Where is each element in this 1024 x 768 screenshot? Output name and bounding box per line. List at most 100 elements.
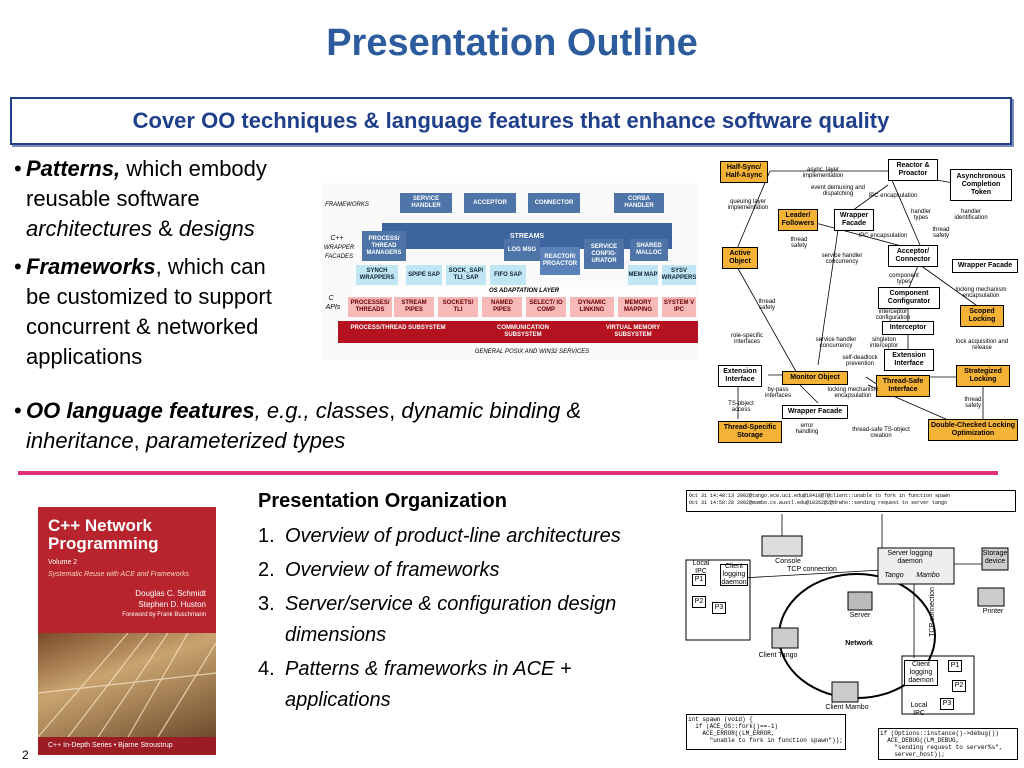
pattern-half-sync: Half-Sync/ Half-Async (720, 161, 768, 183)
edge-label: event demuxing and dispatching (810, 185, 866, 197)
box-dynamic-linking: DYNAMIC LINKING (570, 297, 614, 317)
label-server-logging-daemon: Server logging daemon (887, 550, 933, 565)
bullet-frameworks: • Frameworks, which can be customized to… (14, 252, 326, 372)
box-fifo-sap: FIFO SAP (490, 265, 526, 285)
pattern-double-checked-locking: Double-Checked Locking Optimization (928, 419, 1018, 441)
slide-title: Presentation Outline (326, 22, 698, 64)
pattern-active-object: Active Object (722, 247, 758, 269)
box-select-io-comp: SELECT/ IO COMP (526, 297, 566, 317)
book-foreword: Foreword by Frank Buschmann (122, 612, 206, 618)
organization-item: 1.Overview of product-line architectures (258, 521, 668, 552)
label-local-ipc-right: Local IPC (910, 702, 928, 717)
edge-label: queuing layer implementation (727, 199, 769, 211)
item-text: Server/service & configuration design di… (285, 593, 617, 646)
edge-label: locking mechanism encapsulation (827, 387, 879, 399)
edge-label: IPC encapsulation (868, 193, 918, 199)
box-service-configurator: SERVICE CONFIG- URATOR (584, 239, 624, 269)
label-server: Server (849, 612, 871, 619)
patterns-line1: which embody (120, 156, 267, 181)
code-snippet-left: int spawn (void) { if (ACE_OS::fork()==-… (686, 714, 846, 750)
frameworks-line2: be customized to support (26, 284, 272, 309)
logging-service-diagram: Oct 31 14:48:13 2002@tango.ece.uci.edu@1… (682, 488, 1022, 763)
edge-label: locking mechanism encapsulation (955, 287, 1007, 299)
box-connector: CONNECTOR (528, 193, 580, 213)
label-facades: FACADES (325, 254, 353, 260)
book-series: C++ In-Depth Series • Bjarne Stroustrup (48, 742, 173, 749)
organization-item: 2.Overview of frameworks (258, 555, 668, 586)
label-client-tango: Client Tango (758, 652, 798, 659)
process-p3-left: P3 (712, 602, 726, 614)
box-processes-threads: PROCESSES/ THREADS (348, 297, 392, 317)
box-mem-map: MEM MAP (628, 265, 658, 285)
process-p3-right: P3 (940, 698, 954, 710)
box-named-pipes: NAMED PIPES (482, 297, 522, 317)
log-output-box: Oct 31 14:48:13 2002@tango.ece.uci.edu@1… (686, 490, 1016, 512)
patterns-line2: reusable software (26, 186, 200, 211)
item-number: 1. (258, 525, 275, 547)
ace-architecture-diagram: FRAMEWORKS C++ WRAPPER FACADES C APIs SE… (322, 183, 698, 360)
box-sockets-tli: SOCKETS/ TLI (438, 297, 478, 317)
box-service-handler: SERVICE HANDLER (400, 193, 452, 213)
process-p2-left: P2 (692, 596, 706, 608)
label-printer: Printer (982, 608, 1004, 615)
box-memory-mapping: MEMORY MAPPING (618, 297, 658, 317)
book-cover: C++ Network Programming Volume 2 Systema… (38, 507, 216, 755)
layer-os-adaptation: OS ADAPTATION LAYER (352, 287, 696, 295)
pattern-relationship-diagram: Half-Sync/ Half-Async Reactor & Proactor… (708, 155, 1020, 445)
pattern-leader-followers: Leader/ Followers (778, 209, 818, 231)
pattern-component-configurator: Component Configurator (878, 287, 940, 309)
book-photo-shapes (38, 632, 216, 738)
pattern-asynchronous-completion-token: Asynchronous Completion Token (950, 169, 1012, 201)
label-storage-device: Storage device (982, 550, 1008, 565)
edge-label: self-deadlock prevention (842, 355, 878, 367)
logging-connectors (685, 514, 1009, 715)
edge-label: async. layer implementation (802, 167, 844, 179)
log-line: Oct 31 14:50:28 2002@mambo.cs.wustl.edu@… (689, 500, 948, 506)
box-stream-pipes: STREAM PIPES (394, 297, 434, 317)
box-spipe-sap: SPIPE SAP (406, 265, 442, 285)
edge-label: thread-safe TS-object creation (852, 427, 910, 439)
label-tcp-connection-top: TCP connection (787, 566, 837, 573)
patterns-amp: & (151, 216, 179, 241)
edge-label: thread safety (790, 237, 808, 249)
label-apis: APIs (325, 304, 341, 311)
subtitle-box: Cover OO techniques & language features … (10, 97, 1012, 145)
frameworks-line3: concurrent & networked (26, 314, 259, 339)
label-mambo: Mambo (916, 572, 940, 579)
bullet-patterns: • Patterns, which embody reusable softwa… (14, 154, 316, 244)
box-sock-sap: SOCK_SAP/ TLI_SAP (446, 265, 486, 285)
book-title-line1: C++ Network (48, 516, 152, 535)
pattern-strategized-locking: Strategized Locking (956, 365, 1010, 387)
label-network: Network (845, 640, 873, 647)
label-frameworks: FRAMEWORKS (325, 202, 369, 208)
item-number: 3. (258, 593, 275, 615)
oo-comma2: , (133, 428, 146, 453)
label-client-mambo: Client Mambo (825, 704, 869, 711)
book-subtitle: Systematic Reuse with ACE and Frameworks (48, 571, 189, 578)
log-line: Oct 31 14:48:13 2002@tango.ece.uci.edu@1… (689, 493, 951, 499)
frameworks-line4: applications (26, 344, 143, 369)
bullet-dot: • (14, 156, 22, 181)
item-number: 2. (258, 559, 275, 581)
section-divider (18, 471, 998, 475)
pattern-wrapper-facade-3: Wrapper Facade (782, 405, 848, 419)
pattern-wrapper-facade-1: Wrapper Facade (834, 209, 874, 231)
pattern-reactor-proactor: Reactor & Proactor (888, 159, 938, 181)
process-p1-right: P1 (948, 660, 962, 672)
label-tango: Tango (884, 572, 904, 579)
book-author-2: Stephen D. Huston (138, 600, 206, 609)
oo-comma: , (389, 398, 402, 423)
edge-label: role-specific interfaces (730, 333, 763, 345)
box-sysv-wrappers: SYSV WRAPPERS (662, 265, 696, 285)
code-snippet-right: if (Options::instance()->debug()) ACE_DE… (878, 728, 1018, 760)
subsystem-process-thread: PROCESS/THREAD SUBSYSTEM (350, 325, 446, 331)
pattern-interceptor: Interceptor (882, 321, 934, 335)
pattern-extension-interface-1: Extension Interface (884, 349, 934, 371)
edge-label: component types (889, 273, 919, 285)
edge-label: thread safety (758, 299, 776, 311)
pattern-thread-specific-storage: Thread-Specific Storage (718, 421, 782, 443)
process-p2-right: P2 (952, 680, 966, 692)
oo-term: OO language features (26, 398, 255, 423)
box-corba-handler: CORBA HANDLER (614, 193, 664, 213)
edge-label: IPC encapsulation (858, 233, 908, 239)
